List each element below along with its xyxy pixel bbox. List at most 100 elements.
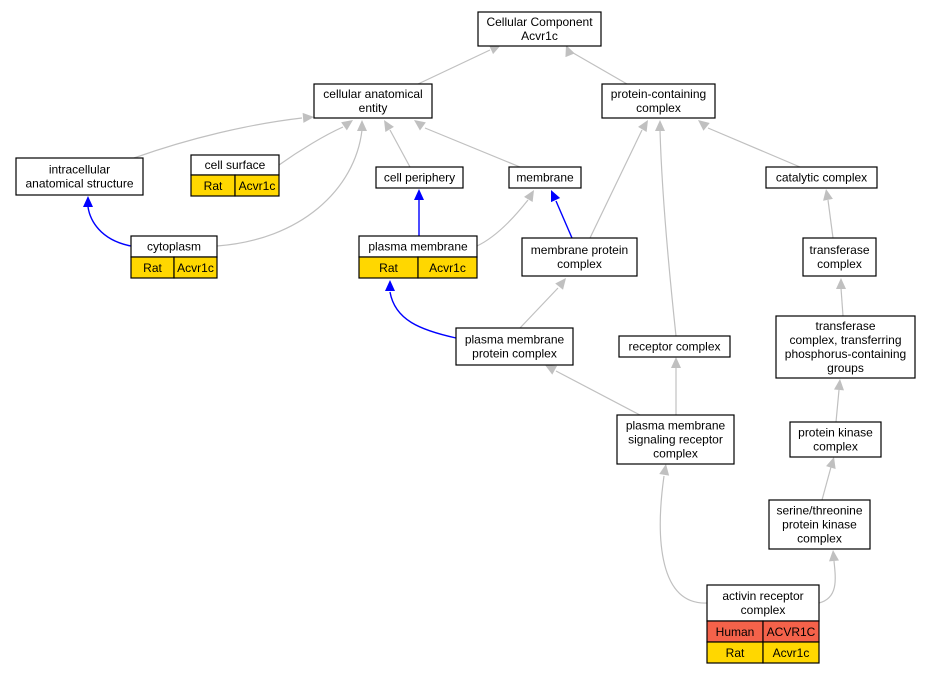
node-label-line: complex bbox=[817, 257, 862, 271]
node-label-line: anatomical structure bbox=[25, 177, 133, 191]
arrowhead bbox=[384, 120, 394, 133]
node-box bbox=[477, 11, 602, 47]
arrowhead bbox=[341, 120, 353, 131]
node-label-line: membrane bbox=[516, 171, 574, 185]
node-label-line: Cellular Component bbox=[486, 15, 593, 29]
node-box bbox=[455, 327, 574, 366]
arrowhead bbox=[555, 278, 566, 290]
edge-pmsrc-to-rc bbox=[671, 357, 681, 415]
gene-cell bbox=[173, 256, 218, 279]
gene-cell bbox=[417, 256, 478, 279]
go-term-node-cp[interactable]: cell periphery bbox=[375, 166, 464, 189]
species-label: Rat bbox=[204, 179, 223, 193]
node-box bbox=[706, 584, 820, 622]
edge-line bbox=[818, 560, 836, 604]
edge-cs-to-cae bbox=[278, 120, 353, 166]
edge-pm-to-mem bbox=[476, 190, 534, 247]
edge-mem-to-cae bbox=[414, 120, 521, 168]
node-label-line: phosphorus-containing bbox=[785, 347, 906, 361]
node-label-line: complex bbox=[653, 447, 698, 461]
node-label-line: protein complex bbox=[472, 347, 557, 361]
node-label-line: entity bbox=[359, 101, 388, 115]
edge-cp-to-cae bbox=[384, 120, 411, 168]
edge-cat-to-pcc bbox=[698, 120, 801, 168]
node-label-line: catalytic complex bbox=[776, 171, 867, 185]
edge-line bbox=[389, 291, 457, 339]
node-label-line: protein-containing bbox=[611, 87, 706, 101]
edge-line bbox=[659, 475, 708, 604]
arrowhead bbox=[655, 120, 665, 131]
edge-line bbox=[827, 199, 834, 239]
arrowhead bbox=[488, 45, 501, 55]
go-term-node-rc[interactable]: receptor complex bbox=[618, 335, 731, 358]
edge-pm-to-cp bbox=[414, 189, 424, 236]
node-label-line: groups bbox=[827, 361, 864, 375]
node-label-line: cytoplasm bbox=[147, 240, 201, 254]
edge-line bbox=[555, 370, 641, 416]
node-box bbox=[802, 237, 877, 277]
arrowhead bbox=[83, 196, 93, 207]
edge-line bbox=[417, 49, 491, 85]
node-label-line: complex bbox=[636, 101, 681, 115]
arrowhead bbox=[357, 120, 367, 131]
edge-rc-to-pcc bbox=[655, 120, 677, 337]
node-label-line: protein kinase bbox=[782, 518, 857, 532]
arrowhead bbox=[823, 189, 833, 201]
node-box bbox=[618, 335, 731, 358]
arrowhead bbox=[302, 112, 314, 123]
edge-line bbox=[389, 129, 411, 168]
edge-cae-to-cc bbox=[417, 45, 501, 85]
edge-arc-to-pmsrc bbox=[659, 464, 708, 604]
node-label-line: complex bbox=[797, 532, 842, 546]
edge-line bbox=[555, 200, 573, 239]
node-box bbox=[789, 421, 882, 458]
arrowhead bbox=[414, 120, 426, 131]
edge-pmsrc-to-pmpc bbox=[545, 365, 641, 416]
go-term-node-cat[interactable]: catalytic complex bbox=[765, 166, 878, 189]
node-label-line: intracellular bbox=[49, 163, 110, 177]
go-term-node-mem[interactable]: membrane bbox=[508, 166, 582, 189]
arrowhead bbox=[638, 120, 648, 133]
edge-tc-to-cat bbox=[823, 189, 834, 239]
arrowhead bbox=[385, 280, 395, 291]
node-box bbox=[765, 166, 878, 189]
node-box bbox=[375, 166, 464, 189]
species-label: Rat bbox=[726, 646, 745, 660]
arrowhead bbox=[565, 45, 575, 58]
edge-line bbox=[216, 129, 363, 247]
edge-line bbox=[821, 466, 832, 501]
edge-tctp-to-tc bbox=[836, 278, 846, 317]
node-label-line: plasma membrane bbox=[465, 333, 565, 347]
edge-line bbox=[133, 117, 303, 159]
node-label-line: cell periphery bbox=[384, 171, 455, 185]
edge-ias-to-cae bbox=[133, 112, 314, 159]
arrowhead bbox=[698, 120, 710, 131]
arrowhead bbox=[836, 278, 846, 289]
gene-label: ACVR1C bbox=[767, 625, 816, 639]
edge-layer bbox=[83, 45, 846, 604]
node-box bbox=[775, 315, 916, 379]
edge-pmpc-to-mpc bbox=[519, 278, 566, 329]
arrowhead bbox=[551, 190, 561, 203]
node-label-line: cellular anatomical bbox=[323, 87, 422, 101]
